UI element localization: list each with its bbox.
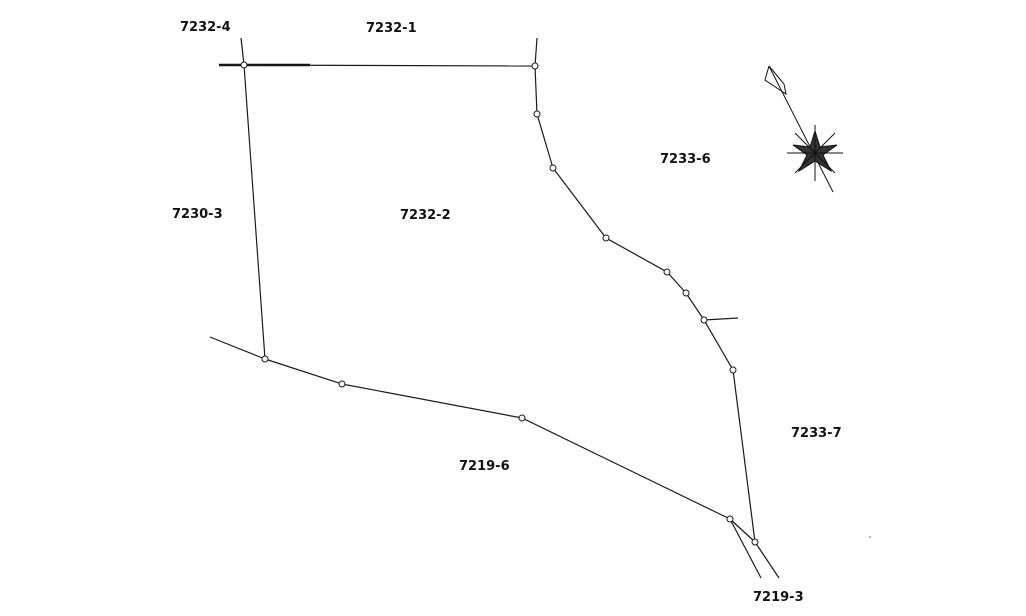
vertex xyxy=(726,515,734,523)
right-boundary-ext xyxy=(534,37,538,67)
parcel-label-7219-3: 7219-3 xyxy=(753,590,804,605)
left-boundary xyxy=(243,64,266,360)
parcel-label-7232-1: 7232-1 xyxy=(366,21,417,36)
vertex xyxy=(338,380,346,388)
vertex xyxy=(518,414,526,422)
boundary-lines xyxy=(209,37,780,579)
north-arrow-icon xyxy=(764,65,843,193)
vertex xyxy=(729,366,737,374)
vertex xyxy=(700,316,708,324)
bottom-boundary-ext-right2 xyxy=(729,518,756,543)
vertex xyxy=(240,61,248,69)
parcel-label-7230-3: 7230-3 xyxy=(172,207,223,222)
right-boundary xyxy=(534,65,756,543)
vertex xyxy=(682,289,690,297)
top-boundary xyxy=(218,64,536,67)
vertex xyxy=(602,234,610,242)
parcel-labels: 7232-4 7232-1 7233-6 7230-3 7232-2 7233-… xyxy=(172,20,842,605)
parcel-label-7233-6: 7233-6 xyxy=(660,152,711,167)
vertex xyxy=(751,538,759,546)
vertices xyxy=(240,61,759,546)
right-boundary-tick xyxy=(703,317,739,321)
stray-mark xyxy=(869,536,871,538)
bottom-boundary-ext xyxy=(209,336,266,360)
vertex xyxy=(663,268,671,276)
vertex xyxy=(533,110,541,118)
north-arrow-star xyxy=(787,125,843,181)
vertex xyxy=(549,164,557,172)
bottom-boundary-ext-right xyxy=(729,518,762,579)
parcel-label-7232-2: 7232-2 xyxy=(400,208,451,223)
parcel-label-7233-7: 7233-7 xyxy=(791,426,842,441)
bottom-boundary xyxy=(264,358,731,520)
right-boundary-ext-bottom xyxy=(754,541,780,579)
parcel-label-7219-6: 7219-6 xyxy=(459,459,510,474)
vertex xyxy=(261,355,269,363)
parcel-label-7232-4: 7232-4 xyxy=(180,20,231,35)
vertex xyxy=(531,62,539,70)
left-boundary-ext xyxy=(240,37,245,66)
